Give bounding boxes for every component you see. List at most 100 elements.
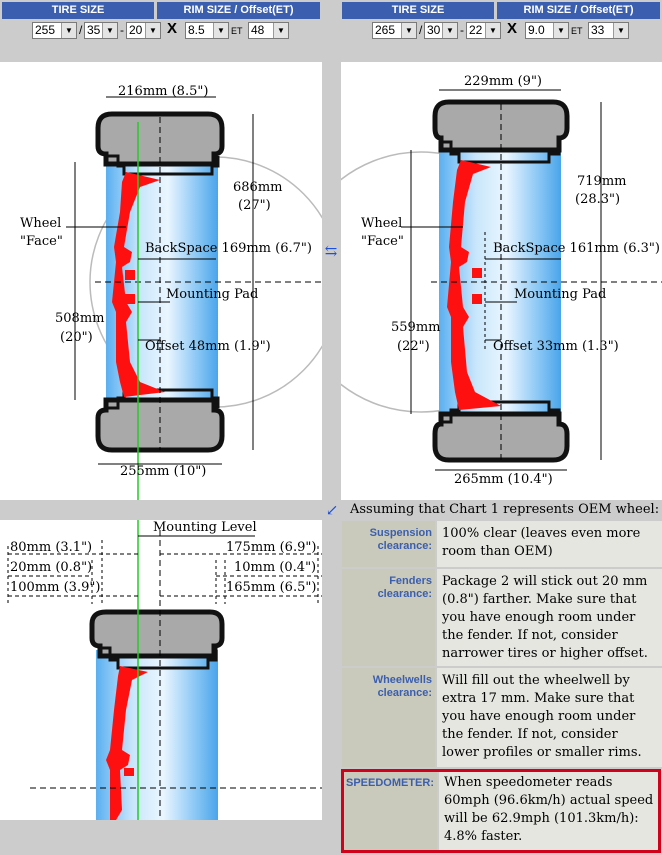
swap-arrows-icon[interactable]: ⇆ <box>324 242 338 260</box>
rim-size-header: RIM SIZE / Offset(ET) <box>497 2 660 19</box>
times-sign: X <box>167 20 178 37</box>
rim-diameter-in-label: (22") <box>397 339 430 354</box>
assumption-note: Assuming that Chart 1 represents OEM whe… <box>350 502 660 517</box>
rim-width-value: 8.5 <box>188 23 205 37</box>
slash-separator: / <box>79 23 83 37</box>
selector-row-1: 255▼ / 35▼ - 20▼ X 8.5▼ ET 48▼ <box>0 20 322 41</box>
wheel-chart-1: 216mm (8.5") 686mm (27") Wheel "Face" Ba… <box>0 62 322 500</box>
tire-width-value: 255 <box>35 23 56 37</box>
rim-width-value: 9.0 <box>528 23 545 37</box>
chevron-down-icon: ▼ <box>442 23 457 38</box>
chevron-down-icon: ▼ <box>61 23 76 38</box>
right-offset-2: 10mm (0.4") <box>234 560 317 575</box>
rim-width-label: 216mm (8.5") <box>118 84 209 99</box>
chevron-down-icon: ▼ <box>273 23 288 38</box>
rim-diameter-mm-label: 559mm <box>391 320 441 335</box>
overall-diameter-mm-label: 686mm <box>233 180 283 195</box>
overall-diameter-mm-label: 719mm <box>577 174 627 189</box>
right-offset-3: 165mm (6.5") <box>226 580 317 595</box>
mounting-pad-label: Mounting Pad <box>166 287 259 302</box>
chevron-down-icon: ▼ <box>145 23 160 38</box>
wheel-diagram-2 <box>341 89 662 471</box>
offset-label: Offset 33mm (1.3") <box>493 339 619 354</box>
right-offset-1: 175mm (6.9") <box>226 540 317 555</box>
et-label: ET <box>571 26 583 36</box>
down-left-arrow-icon: ↙ <box>325 501 339 519</box>
tire-width-select[interactable]: 255 ▼ <box>32 22 77 39</box>
tire-size-header: TIRE SIZE <box>342 2 494 19</box>
overall-diameter-in-label: (28.3") <box>575 192 621 207</box>
chevron-down-icon: ▼ <box>553 23 568 38</box>
wheel-face-label-2: "Face" <box>361 234 404 249</box>
comparison-diagram <box>7 520 322 820</box>
overall-diameter-in-label: (27") <box>238 198 271 213</box>
left-offset-3: 100mm (3.9") <box>10 580 101 595</box>
fenders-clearance-label: Fenders clearance: <box>342 569 435 666</box>
suspension-clearance-label: Suspension clearance: <box>342 521 435 567</box>
chevron-down-icon: ▼ <box>401 23 416 38</box>
aspect-value: 35 <box>87 23 101 37</box>
aspect-ratio-select[interactable]: 35▼ <box>84 22 118 39</box>
wheel-chart-2: 229mm (9") 719mm (28.3") Wheel "Face" Ba… <box>341 62 662 500</box>
slash-separator: / <box>419 23 423 37</box>
dash-separator: - <box>120 23 124 37</box>
rim-diameter-mm-label: 508mm <box>55 311 105 326</box>
mounting-pad-block <box>125 294 135 304</box>
chevron-down-icon: ▼ <box>613 23 628 38</box>
selector-panel-1: TIRE SIZE RIM SIZE / Offset(ET) 255▼ / 3… <box>0 0 322 43</box>
mounting-level-label: Mounting Level <box>153 520 257 535</box>
wheel-face-label-2: "Face" <box>20 234 63 249</box>
rim-diameter-select[interactable]: 20▼ <box>126 22 161 39</box>
wheelwells-clearance-text: Will fill out the wheelwell by extra 17 … <box>437 668 662 767</box>
mounting-pad-block <box>472 294 482 304</box>
offset-label: Offset 48mm (1.9") <box>145 339 271 354</box>
wheel-diagram-1 <box>66 96 322 500</box>
aspect-ratio-select[interactable]: 30▼ <box>424 22 458 39</box>
selector-row-2: 265▼ / 30▼ - 22▼ X 9.0▼ ET 33▼ <box>340 20 662 41</box>
mounting-pad-block <box>472 268 482 278</box>
chevron-down-icon: ▼ <box>485 23 500 38</box>
rim-flange-top <box>106 154 220 176</box>
chevron-down-icon: ▼ <box>102 23 117 38</box>
rim-value: 20 <box>129 23 143 37</box>
rim-diameter-in-label: (20") <box>60 330 93 345</box>
fenders-clearance-row: Fenders clearance: Package 2 will stick … <box>342 569 662 666</box>
selector-panel-2: TIRE SIZE RIM SIZE / Offset(ET) 265 ▼ / 3… <box>340 0 662 43</box>
fenders-clearance-text: Package 2 will stick out 20 mm (0.8") fa… <box>437 569 662 666</box>
wheelwells-clearance-label: Wheelwells clearance: <box>342 668 435 767</box>
rim-width-label: 229mm (9") <box>464 74 542 89</box>
offset-select[interactable]: 48 ▼ <box>248 22 289 39</box>
tire-width-value: 265 <box>375 23 396 37</box>
rim-flange-top <box>441 140 561 164</box>
left-offset-1: 80mm (3.1") <box>10 540 93 555</box>
comparison-chart: Mounting Level 80mm (3.1") 20mm (0.8") 1… <box>0 520 322 820</box>
chevron-down-icon: ▼ <box>213 23 228 38</box>
tire-tread-top <box>89 609 225 659</box>
wheel-spoke-profile <box>106 666 148 820</box>
rim-width-select[interactable]: 9.0 ▼ <box>525 22 569 39</box>
mounting-pad-label: Mounting Pad <box>514 287 607 302</box>
offset-select[interactable]: 33 ▼ <box>588 22 629 39</box>
speedometer-row: SPEEDOMETER: When speedometer reads 60mp… <box>341 769 661 853</box>
tire-width-select[interactable]: 265 ▼ <box>372 22 417 39</box>
dash-separator: - <box>460 23 464 37</box>
speedometer-text: When speedometer reads 60mph (96.6km/h) … <box>439 772 658 850</box>
times-sign: X <box>507 20 518 37</box>
tire-size-header: TIRE SIZE <box>2 2 154 19</box>
offset-value: 33 <box>591 23 605 37</box>
rim-width-select[interactable]: 8.5 ▼ <box>185 22 229 39</box>
mounting-pad-block <box>124 768 134 776</box>
rim-value: 22 <box>469 23 483 37</box>
backspace-label: BackSpace 169mm (6.7") <box>145 241 312 256</box>
mounting-pad-block <box>125 270 135 280</box>
aspect-value: 30 <box>427 23 441 37</box>
section-width-label: 265mm (10.4") <box>454 472 553 487</box>
speedometer-label: SPEEDOMETER: <box>344 772 437 850</box>
wheel-spoke-profile <box>112 172 165 397</box>
suspension-clearance-row: Suspension clearance: 100% clear (leaves… <box>342 521 662 567</box>
rim-diameter-select[interactable]: 22▼ <box>466 22 501 39</box>
offset-value: 48 <box>251 23 265 37</box>
section-width-label: 255mm (10") <box>120 464 207 479</box>
left-offset-2: 20mm (0.8") <box>10 560 93 575</box>
suspension-clearance-text: 100% clear (leaves even more room than O… <box>437 521 662 567</box>
